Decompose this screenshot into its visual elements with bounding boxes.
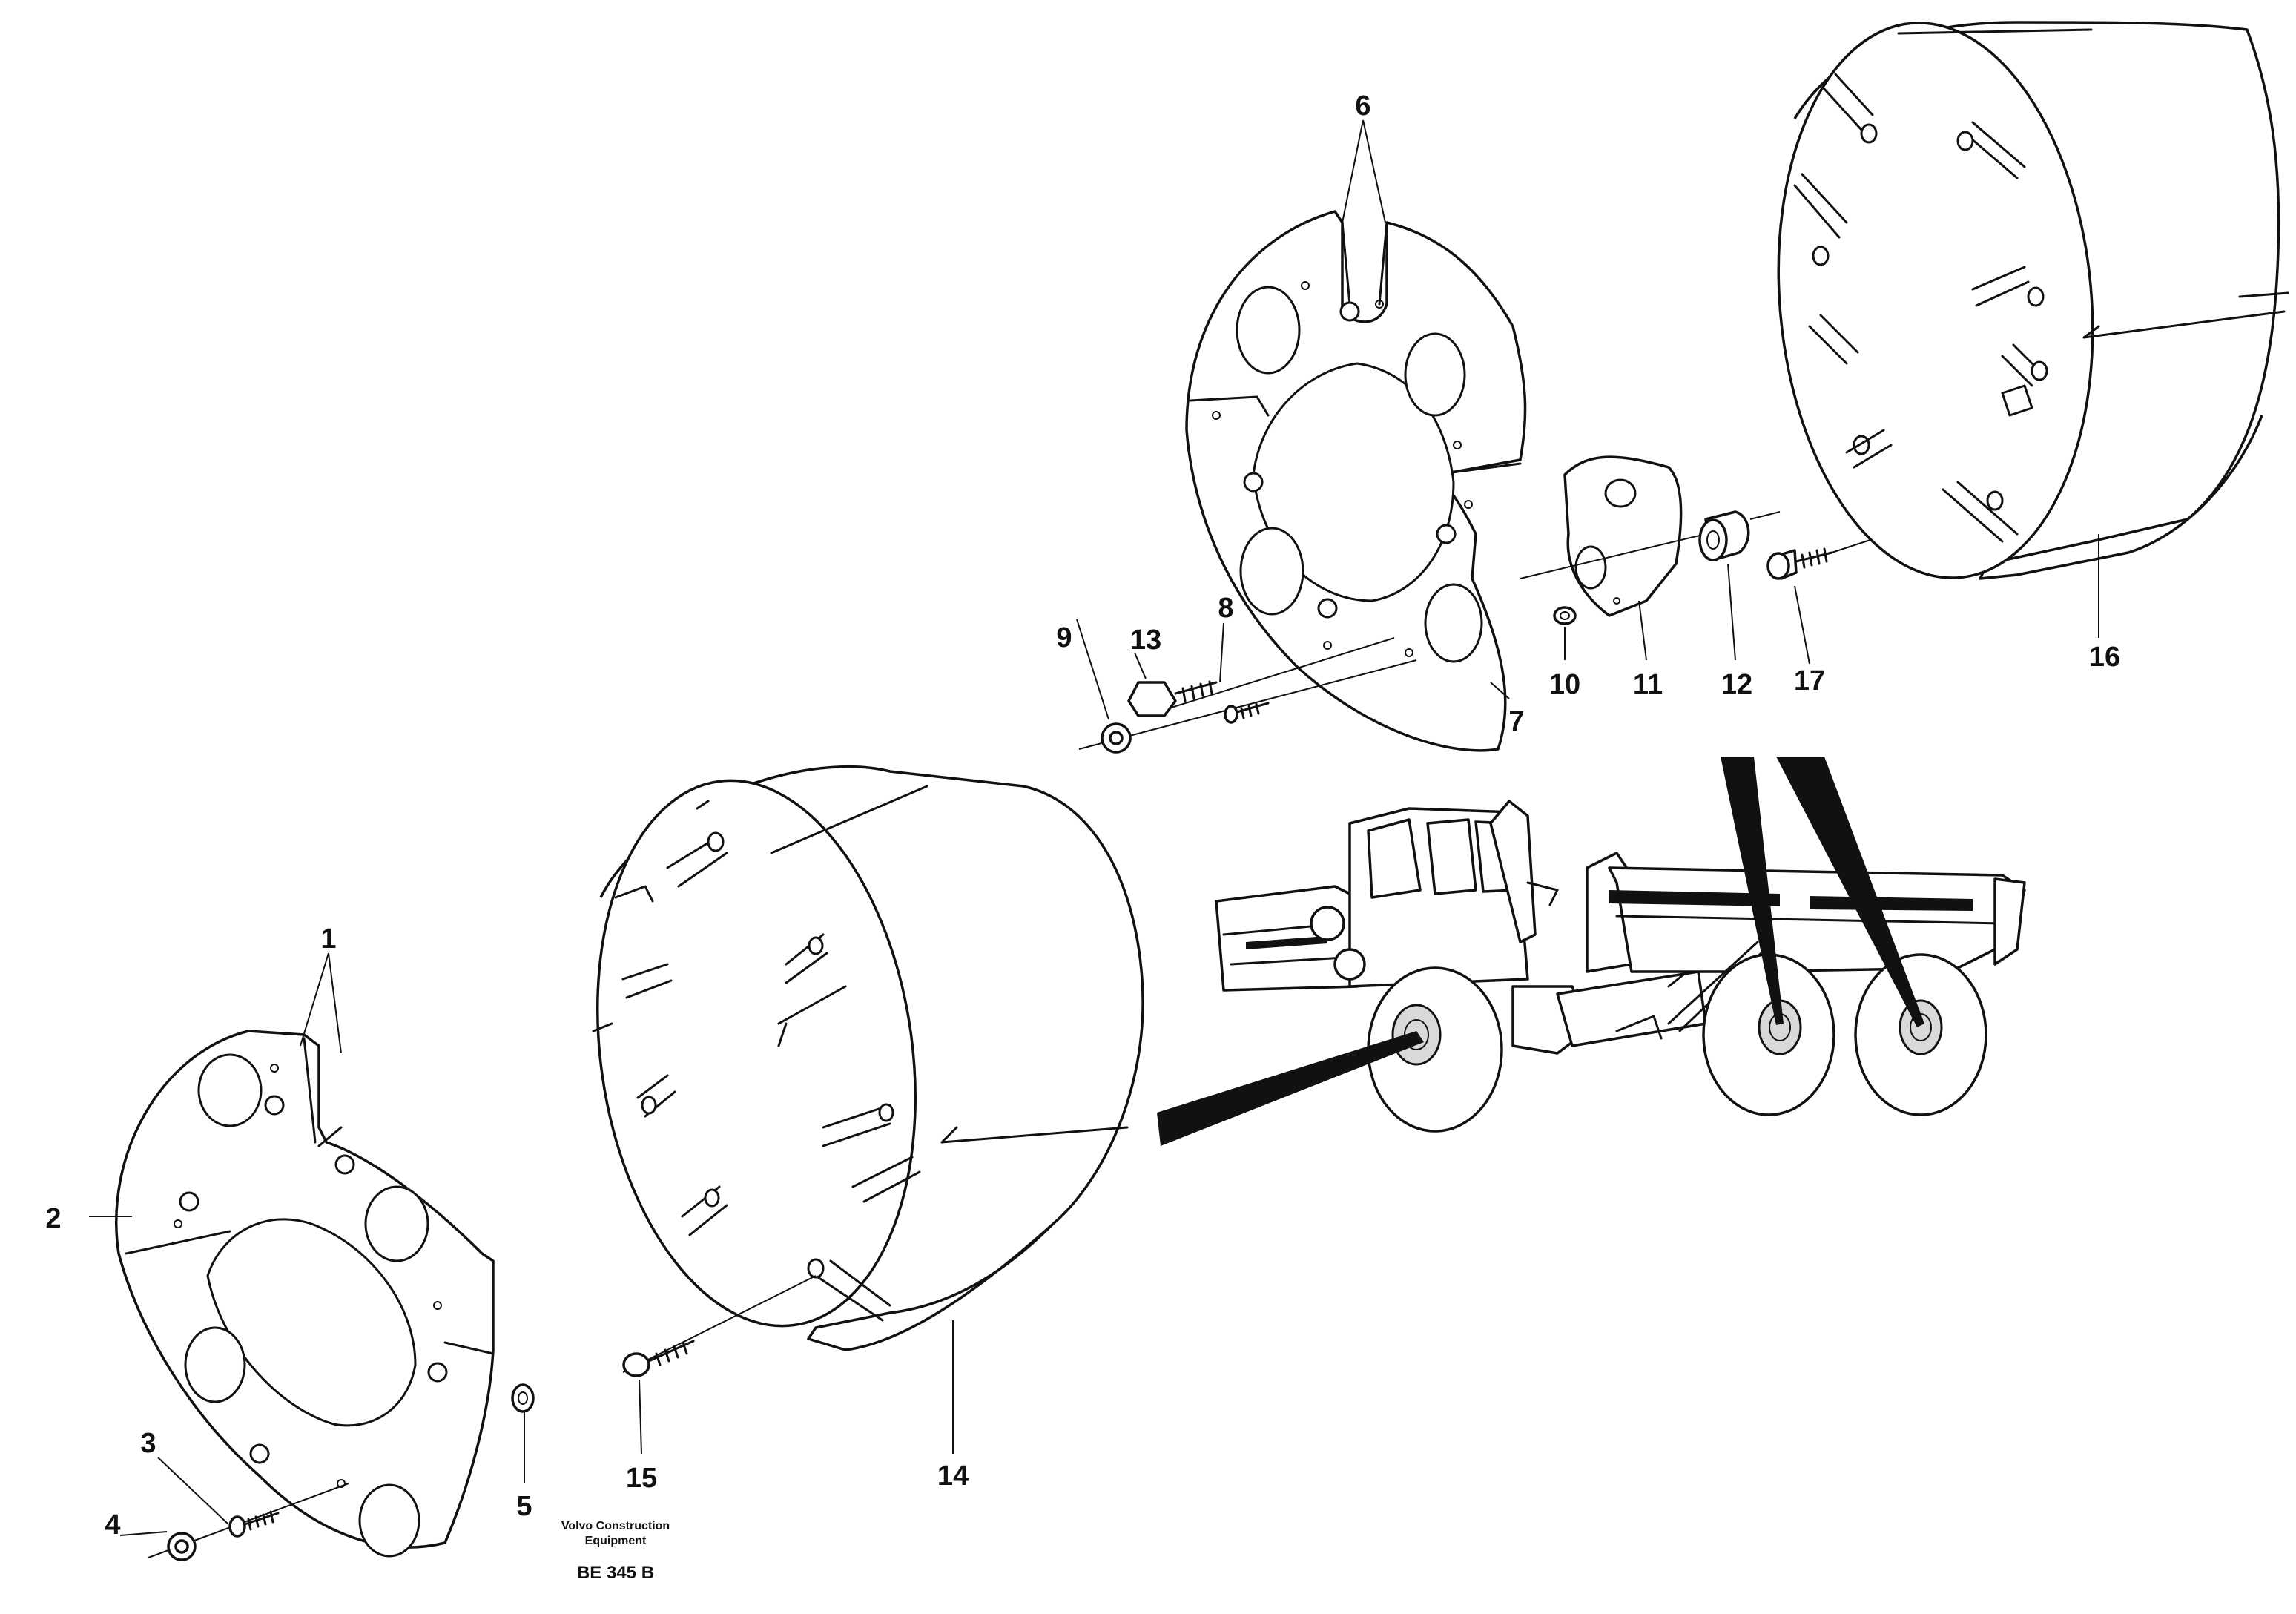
caption-drawing-code: BE 345 B <box>577 1563 654 1583</box>
callout-2: 2 <box>45 1203 61 1234</box>
callout-8: 8 <box>1218 593 1233 624</box>
callout-14: 14 <box>937 1460 969 1492</box>
articulated-hauler <box>1215 800 2026 1133</box>
callout-11: 11 <box>1633 669 1663 700</box>
callout-17: 17 <box>1794 665 1825 696</box>
caption-company-line1: Volvo Construction <box>561 1520 670 1532</box>
callout-labels: 1 2 3 4 5 6 7 8 9 10 11 12 13 14 15 16 1… <box>45 90 2120 1541</box>
leader-lines <box>89 119 2099 1536</box>
callout-1: 1 <box>320 923 336 955</box>
drum-guard-upper-right <box>1777 21 2289 580</box>
callout-15: 15 <box>626 1463 657 1494</box>
callout-7: 7 <box>1508 706 1524 737</box>
flange-disc-upper <box>1185 210 1527 752</box>
location-indicator-wedges <box>1157 757 1924 1146</box>
callout-3: 3 <box>140 1428 156 1459</box>
flange-disc-lower-left <box>115 1030 495 1558</box>
caption-company-line2: Equipment <box>585 1535 647 1547</box>
callout-4: 4 <box>105 1509 120 1541</box>
bolt-15 <box>622 1275 817 1377</box>
callout-5: 5 <box>516 1491 532 1522</box>
callout-9: 9 <box>1056 622 1072 653</box>
callout-10: 10 <box>1549 669 1580 700</box>
callout-13: 13 <box>1130 625 1161 656</box>
diagram-caption: Volvo Construction Equipment BE 345 B <box>561 1520 670 1583</box>
callout-12: 12 <box>1721 669 1752 700</box>
bracket-assembly <box>1520 455 1884 625</box>
fasteners-upper <box>1078 637 1417 754</box>
callout-16: 16 <box>2089 642 2120 673</box>
drum-guard-center <box>592 765 1144 1351</box>
callout-6: 6 <box>1355 90 1370 122</box>
fasteners-lower-left <box>148 1383 535 1561</box>
